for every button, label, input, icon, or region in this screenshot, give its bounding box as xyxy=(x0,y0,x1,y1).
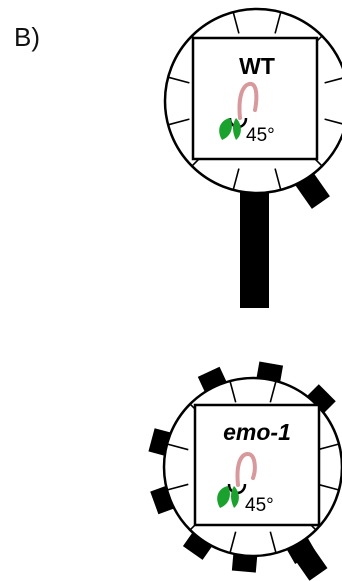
emo1-angle-label: 45° xyxy=(245,495,274,516)
emo1-segment-line xyxy=(229,531,237,554)
wt-title: WT xyxy=(239,53,275,79)
emo1-seedling xyxy=(217,452,257,508)
emo1-hook xyxy=(235,452,257,487)
emo1-segment-line xyxy=(317,443,340,451)
wt-segment-line xyxy=(274,168,282,191)
wt-segment-line xyxy=(324,118,342,125)
wt-segment-line xyxy=(232,11,240,34)
emo1-title: emo-1 xyxy=(223,419,291,445)
wt-cotyledon-right xyxy=(233,118,241,140)
wt-diagram: WT 45° xyxy=(163,7,342,308)
emo1-segment-line xyxy=(166,483,189,491)
wt-angle-label: 45° xyxy=(246,125,275,146)
emo1-box xyxy=(193,403,321,527)
wt-cotyledon-left xyxy=(219,118,232,140)
wt-segment-line xyxy=(167,118,190,126)
emo1-segment-line xyxy=(269,380,277,403)
wt-hook xyxy=(237,81,259,120)
wt-seedling xyxy=(219,81,259,140)
emo1-segment-line xyxy=(166,443,189,451)
emo1-block xyxy=(304,384,336,416)
wt-segment-line xyxy=(167,76,190,84)
panel-label: B) xyxy=(14,22,40,52)
emo1-segment-line xyxy=(229,380,237,403)
wt-segment-line xyxy=(274,11,282,34)
emo1-cotyledon-right xyxy=(231,486,239,508)
emo1-block xyxy=(182,529,215,560)
wt-segment-line xyxy=(324,77,342,84)
emo1-long-block xyxy=(286,535,328,581)
emo1-segment-line xyxy=(317,483,340,491)
wt-long-block xyxy=(240,183,269,308)
emo1-diagram: emo-1 45° xyxy=(148,361,342,581)
wt-segment-line xyxy=(232,168,240,191)
emo1-segment-line xyxy=(269,531,277,554)
emo1-cotyledon-left xyxy=(217,486,230,508)
